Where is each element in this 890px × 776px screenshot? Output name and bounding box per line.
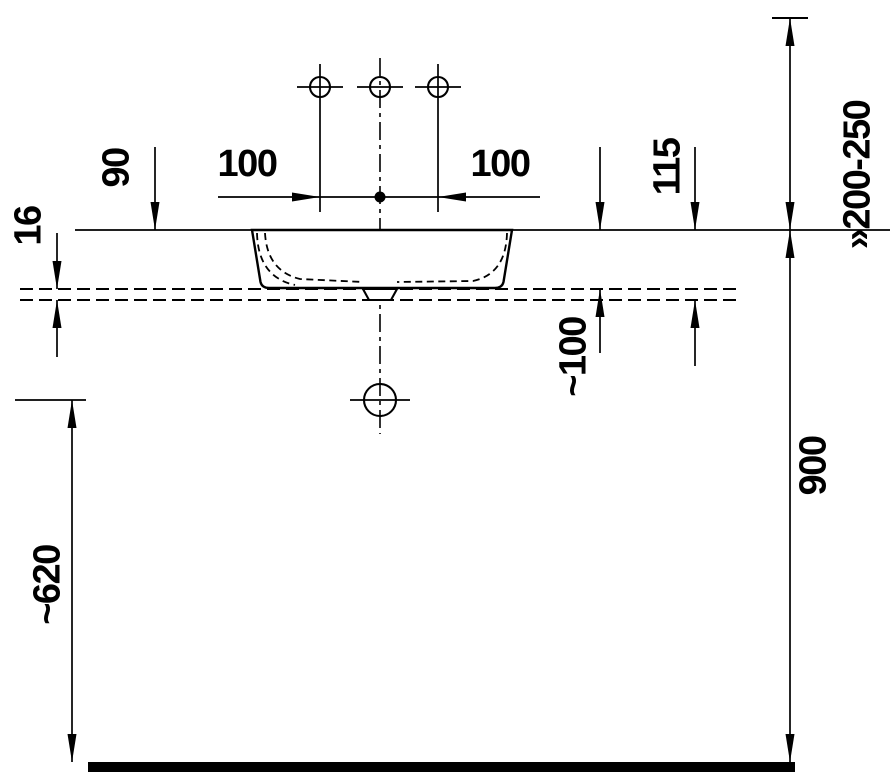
dim-tap-hole-spacing: 100 100	[218, 143, 540, 203]
arrowhead-left-icon	[438, 192, 466, 202]
dim-label-100-right: 100	[471, 143, 530, 185]
basin-outline	[250, 228, 514, 290]
tap-hole-circle	[308, 75, 332, 99]
dim-label-100-approx: ~100	[553, 317, 595, 397]
tap-hole-circle	[368, 75, 392, 99]
basin-inner-hidden-line-outer	[256, 232, 296, 286]
drain-fitting	[361, 287, 399, 302]
tap-hole-icon-center	[357, 75, 403, 99]
basin-inner-hidden-line-right	[396, 232, 508, 283]
tap-hole-circle	[426, 75, 450, 99]
washbasin	[250, 228, 514, 302]
arrowhead-up-icon	[785, 230, 795, 258]
dim-label-16: 16	[8, 206, 50, 246]
arrowhead-up-icon	[785, 18, 795, 46]
dim-label-900: 900	[793, 436, 835, 495]
arrowhead-up-icon	[52, 300, 62, 328]
dim-200-250: »200-250	[772, 16, 879, 249]
arrowhead-down-icon	[595, 202, 605, 230]
dim-115: 115	[647, 137, 700, 366]
drain-circle	[362, 382, 398, 418]
dim-16: 16	[8, 206, 62, 357]
tap-hole-icon-left	[297, 64, 343, 212]
arrowhead-down-icon	[690, 202, 700, 230]
arrowhead-up-icon	[595, 289, 605, 317]
dim-label-115: 115	[647, 137, 689, 195]
dim-termination-dot	[374, 191, 386, 203]
arrowhead-up-icon	[67, 400, 77, 428]
arrowhead-down-icon	[785, 202, 795, 230]
basin-inner-hidden-line-left	[264, 232, 364, 283]
dim-900: 900	[785, 230, 835, 762]
arrowhead-down-icon	[67, 734, 77, 762]
tap-hole-icon-right	[415, 64, 461, 212]
dim-label-620: ~620	[27, 545, 69, 625]
dim-620: ~620	[15, 399, 86, 762]
floor-line	[88, 762, 795, 772]
dim-label-100-left: 100	[218, 143, 277, 185]
dim-label-90: 90	[96, 148, 138, 188]
dim-90: 90	[96, 147, 160, 230]
dim-100-approx: ~100	[553, 147, 605, 397]
drain-outlet-icon	[350, 382, 410, 418]
countertop	[20, 287, 737, 302]
arrowhead-right-icon	[292, 192, 320, 202]
arrowhead-up-icon	[690, 300, 700, 328]
dim-label-200-250: »200-250	[837, 100, 879, 249]
arrowhead-down-icon	[785, 734, 795, 762]
arrowhead-down-icon	[150, 202, 160, 230]
arrowhead-down-icon	[52, 261, 62, 289]
